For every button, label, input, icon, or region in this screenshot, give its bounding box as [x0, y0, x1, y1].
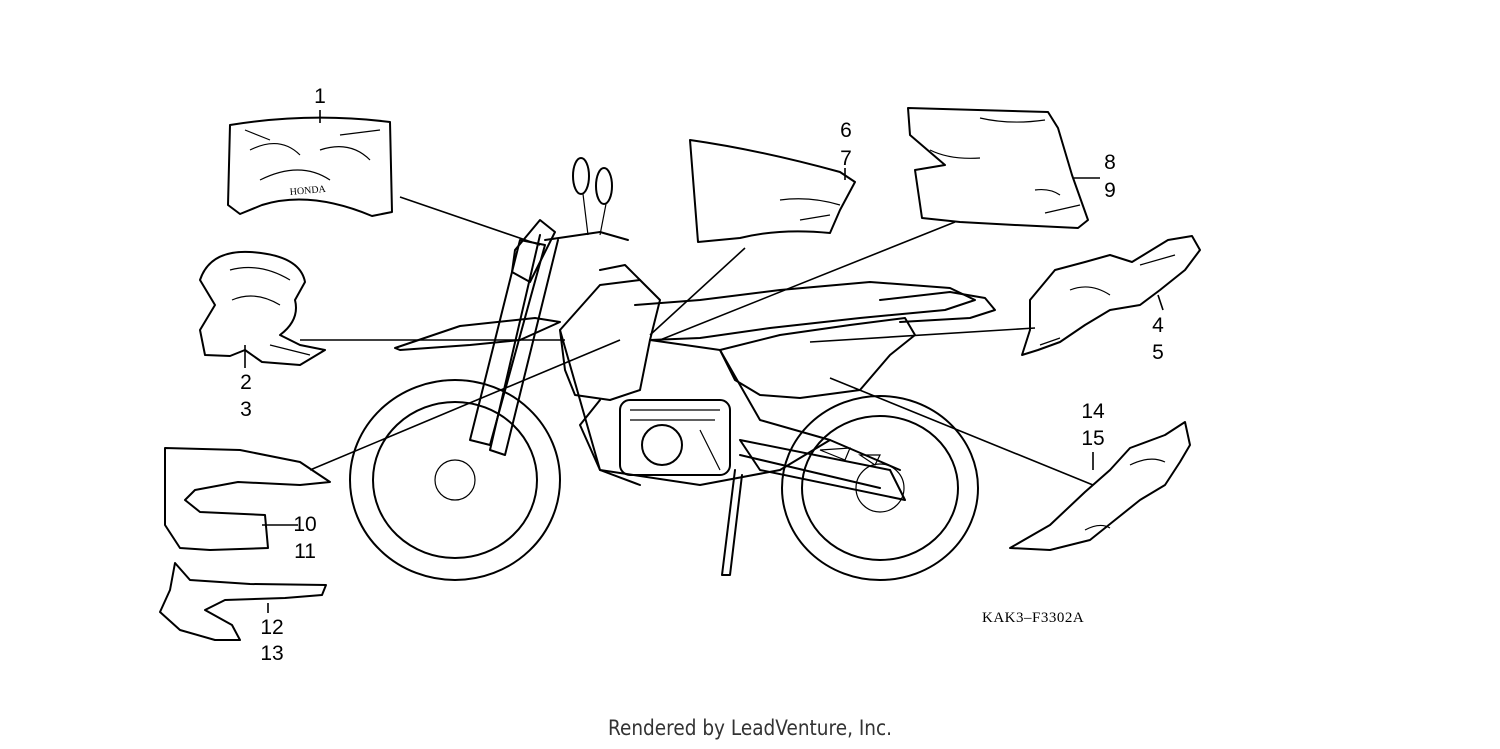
callout-11: 11	[294, 540, 316, 563]
decal-12-shape	[159, 562, 327, 641]
callout-10: 10	[293, 513, 317, 536]
callout-9: 9	[1104, 179, 1116, 202]
callout-13: 13	[260, 642, 284, 665]
motorcycle	[349, 157, 996, 581]
decal-4-shape	[1021, 235, 1201, 356]
decal-14-shape	[1009, 421, 1191, 551]
decal-1-brand: HONDA	[289, 184, 327, 198]
decal-1-shape: HONDA	[227, 116, 393, 217]
callout-3: 3	[240, 398, 252, 421]
callout-4: 4	[1152, 314, 1164, 337]
callout-2: 2	[240, 371, 252, 394]
callout-8: 8	[1104, 151, 1116, 174]
decal-8-shape	[907, 107, 1089, 229]
callout-15: 15	[1081, 427, 1105, 450]
callout-7: 7	[840, 147, 852, 170]
decal-10-shape	[164, 447, 331, 551]
callout-6: 6	[840, 119, 852, 142]
leader-lines	[244, 110, 1164, 613]
callout-1: 1	[314, 85, 326, 108]
footer-credit: Rendered by LeadVenture, Inc.	[607, 716, 893, 740]
callout-14: 14	[1081, 400, 1105, 423]
diagram-code: KAK3–F3302A	[982, 610, 1085, 626]
decal-6-shape	[689, 139, 856, 243]
callout-5: 5	[1152, 341, 1164, 364]
callout-12: 12	[260, 616, 284, 639]
decal-2-shape	[199, 250, 326, 366]
